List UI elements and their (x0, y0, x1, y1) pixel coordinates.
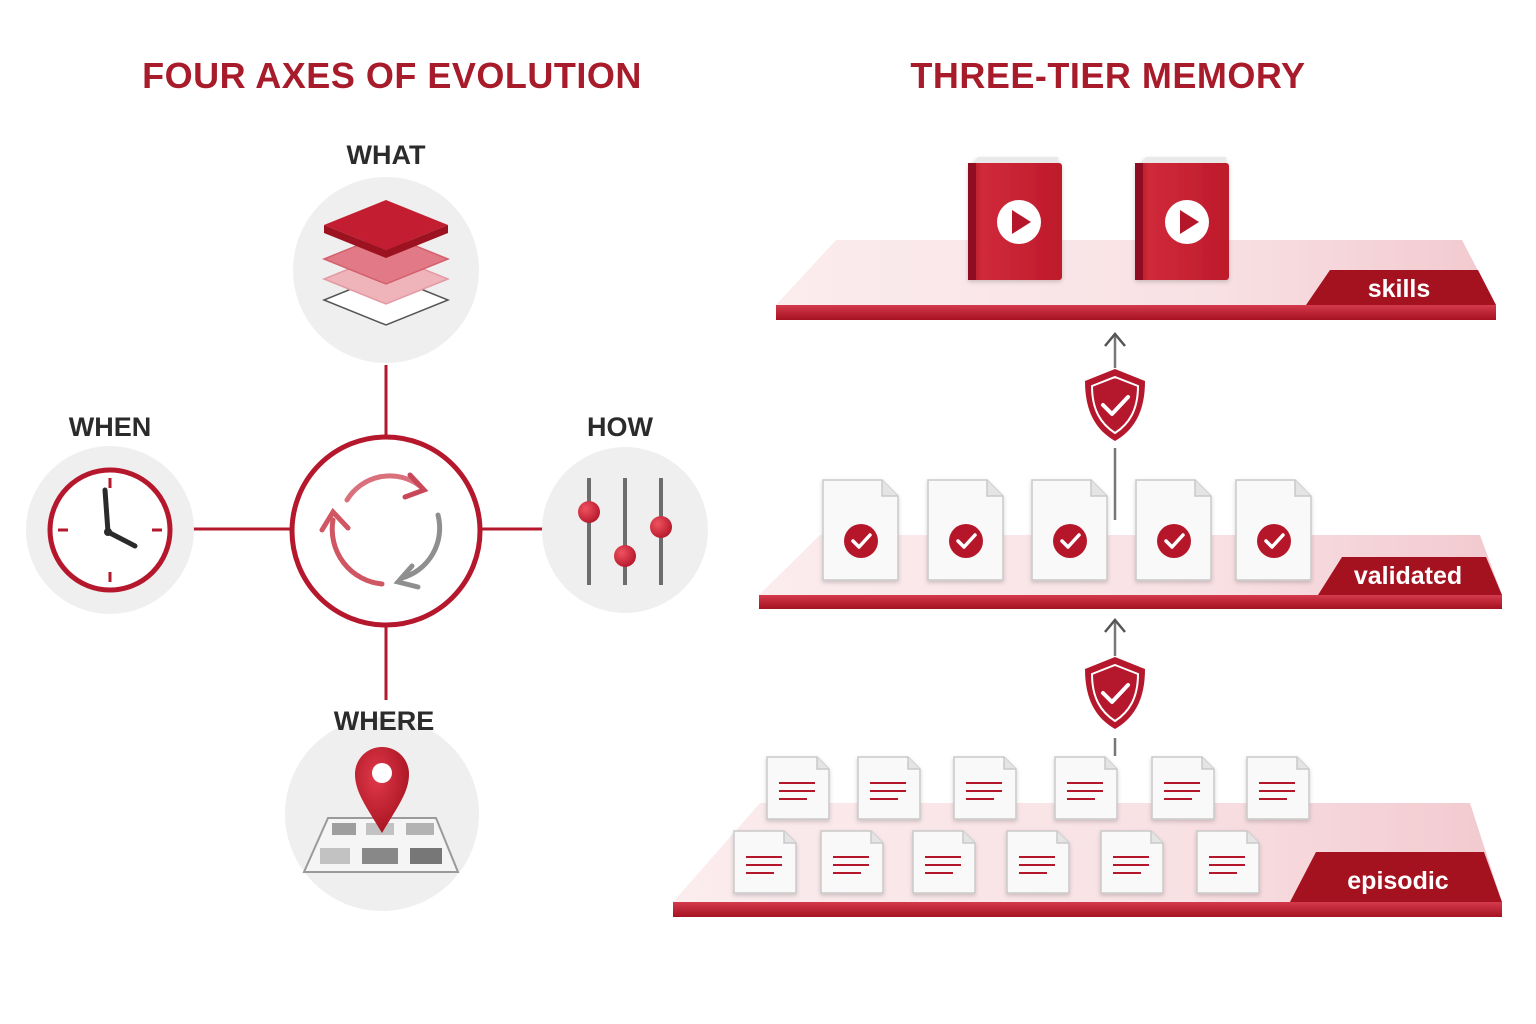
document-lines-icon (1100, 830, 1164, 894)
document-check-icon (1235, 479, 1312, 581)
document-lines-icon (820, 830, 884, 894)
document-check-icon (927, 479, 1004, 581)
tier-label-validated: validated (1353, 562, 1463, 590)
sliders-icon (578, 478, 672, 585)
document-check-icon (1031, 479, 1108, 581)
axis-label-what: WHAT (346, 140, 426, 170)
left-panel-title: FOUR AXES OF EVOLUTION (142, 55, 642, 96)
document-check-icon (822, 479, 899, 581)
promotion-upper (1085, 332, 1145, 520)
episodic-documents (733, 756, 1310, 894)
map-pin-icon (302, 747, 460, 873)
cycle-arrows-icon (319, 472, 443, 590)
layers-icon (321, 200, 451, 326)
axis-connectors (193, 365, 544, 700)
document-lines-icon (1151, 756, 1215, 820)
document-lines-icon (1196, 830, 1260, 894)
document-lines-icon (953, 756, 1017, 820)
document-lines-icon (912, 830, 976, 894)
book-play-icon (968, 157, 1062, 280)
promotion-lower (1085, 618, 1145, 756)
book-play-icon (1135, 157, 1229, 280)
document-lines-icon (1006, 830, 1070, 894)
tier-label-episodic: episodic (1347, 867, 1449, 895)
shelf-episodic (673, 803, 1502, 917)
axis-label-how: HOW (587, 412, 653, 442)
right-panel-title: THREE-TIER MEMORY (910, 55, 1306, 96)
clock-icon (47, 467, 173, 593)
how-node (542, 447, 708, 613)
validated-documents (822, 479, 1312, 581)
shield-check-icon (1085, 657, 1145, 729)
document-lines-icon (766, 756, 830, 820)
document-lines-icon (857, 756, 921, 820)
document-lines-icon (733, 830, 797, 894)
axis-label-where: WHERE (333, 706, 435, 736)
shield-check-icon (1085, 369, 1145, 441)
axis-label-when: WHEN (68, 412, 152, 442)
when-node (26, 446, 194, 614)
what-node (293, 177, 479, 363)
where-node (285, 717, 479, 911)
document-lines-icon (1054, 756, 1118, 820)
document-check-icon (1135, 479, 1212, 581)
center-cycle (289, 434, 483, 628)
tier-label-skills: skills (1367, 275, 1431, 303)
document-lines-icon (1246, 756, 1310, 820)
